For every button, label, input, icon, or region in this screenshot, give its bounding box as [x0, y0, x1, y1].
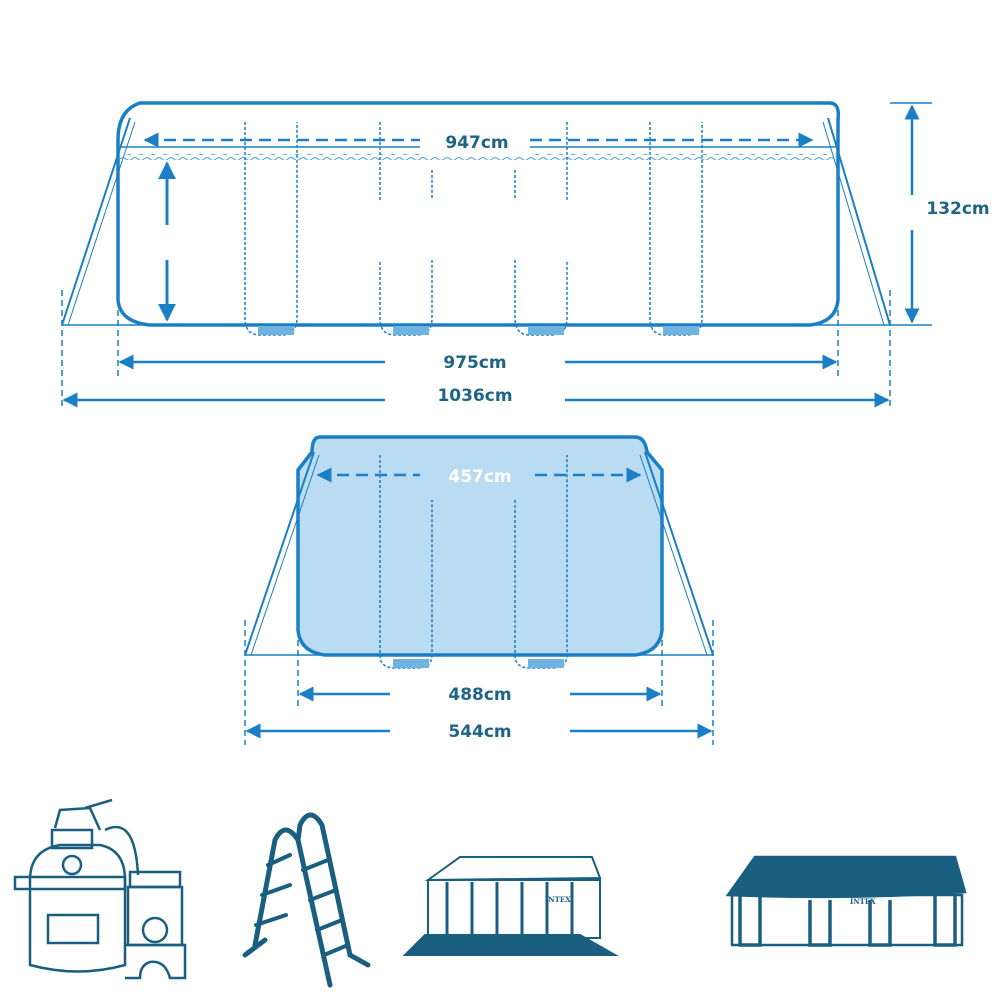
- side-view: [61, 101, 932, 410]
- base-length-label: 975cm: [443, 353, 506, 373]
- height-label: 132cm: [926, 199, 989, 219]
- base-width-label: 488cm: [448, 685, 511, 705]
- inner-length-label: 947cm: [445, 133, 508, 153]
- intex-logo: INTEX: [850, 897, 876, 906]
- ground-cloth-pool-icon: INTEX: [402, 856, 619, 956]
- intex-logo: INTEX: [545, 895, 571, 904]
- water-wave: [120, 154, 836, 160]
- end-view: [244, 435, 714, 745]
- right-leg: [827, 117, 891, 326]
- left-leg: [61, 117, 131, 326]
- pool-cover-icon: INTEX: [725, 855, 967, 947]
- overall-length-label: 1036cm: [437, 386, 512, 406]
- ladder-icon: [242, 812, 371, 988]
- overall-width-label: 544cm: [448, 722, 511, 742]
- inner-width-label: 457cm: [448, 467, 511, 487]
- sand-filter-pump-icon: [13, 798, 187, 980]
